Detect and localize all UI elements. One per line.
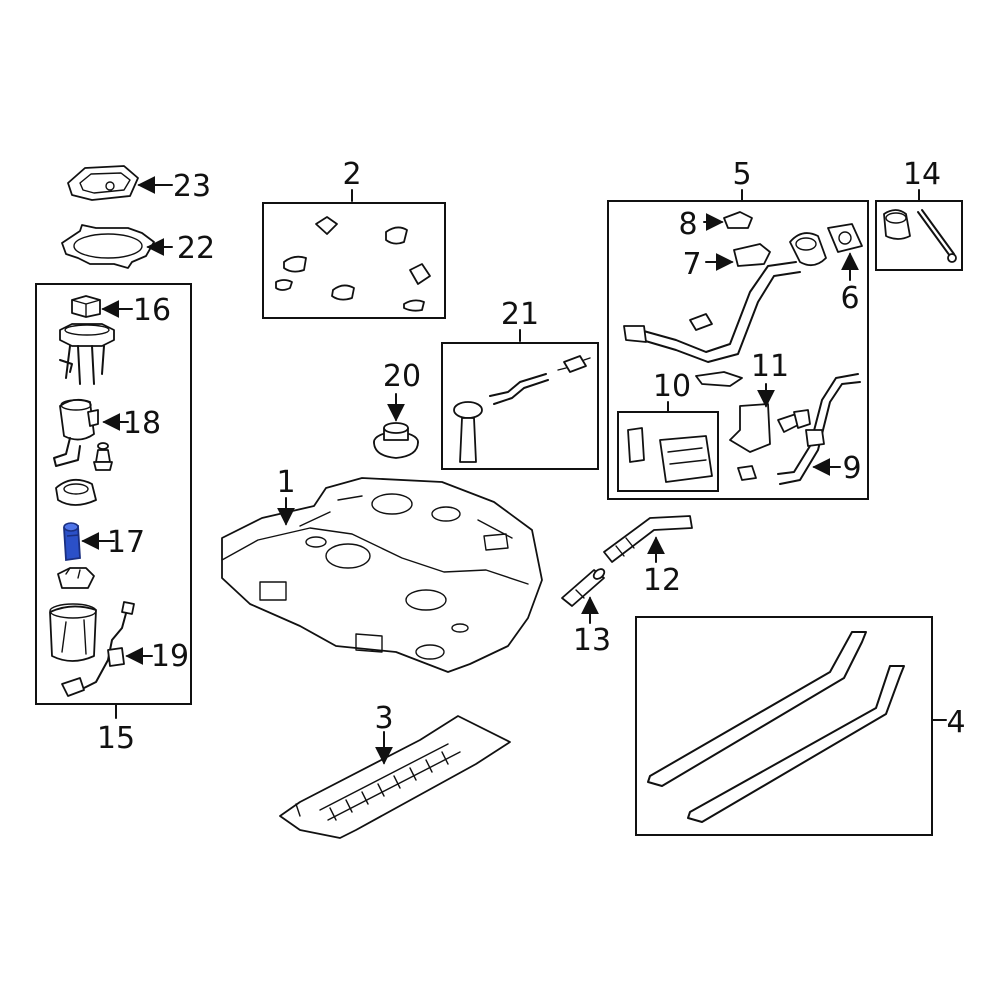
part-10-canister xyxy=(627,427,713,483)
part-17-fuel-pump-highlighted xyxy=(63,522,81,562)
callout-12: 12 xyxy=(643,563,681,598)
part-16-clip xyxy=(71,295,101,318)
part-filler-neck xyxy=(623,232,827,363)
part-1-fuel-tank xyxy=(221,477,543,673)
part-20-valve xyxy=(373,422,419,459)
box-tank-straps xyxy=(635,616,933,836)
box-filler-assembly xyxy=(607,200,869,500)
callout-14: 14 xyxy=(903,157,941,192)
part-12-hose xyxy=(603,515,693,563)
part-11-bracket xyxy=(695,371,811,481)
callout-9: 9 xyxy=(842,451,861,486)
part-pump-bracket xyxy=(59,323,115,385)
callout-22: 22 xyxy=(177,231,215,266)
callout-10: 10 xyxy=(653,369,691,404)
callout-7: 7 xyxy=(682,247,701,282)
part-21-sender xyxy=(453,355,591,463)
part-22-seal-ring xyxy=(61,224,155,269)
box-fuel-pump-module xyxy=(35,283,192,705)
callout-17: 17 xyxy=(107,525,145,560)
part-19-reservoir-sender xyxy=(49,601,135,697)
part-8-clip xyxy=(723,211,753,229)
callout-15: 15 xyxy=(97,721,135,756)
part-retaining-ring xyxy=(55,478,97,506)
callout-4: 4 xyxy=(946,705,965,740)
part-4-tank-straps xyxy=(647,631,905,823)
callout-11: 11 xyxy=(751,349,789,384)
callout-21: 21 xyxy=(501,297,539,332)
callout-3: 3 xyxy=(374,701,393,736)
box-gasket-set xyxy=(262,202,446,319)
callout-5: 5 xyxy=(732,157,751,192)
part-9-vent-pipe xyxy=(777,373,861,485)
part-3-heat-shield xyxy=(279,715,511,839)
part-7-bracket xyxy=(733,243,771,267)
callout-20: 20 xyxy=(383,359,421,394)
part-14-cap-tether xyxy=(883,209,957,263)
part-pump-base-bracket xyxy=(57,567,95,589)
box-fuel-sender xyxy=(441,342,599,470)
callout-6: 6 xyxy=(840,281,859,316)
callout-1: 1 xyxy=(276,465,295,500)
part-13-hose xyxy=(561,568,606,607)
part-18-filter xyxy=(53,398,99,467)
callout-18: 18 xyxy=(123,406,161,441)
part-23-gasket xyxy=(67,165,139,201)
part-pressure-regulator xyxy=(93,442,113,471)
part-2-gaskets xyxy=(275,216,431,312)
callout-23: 23 xyxy=(173,169,211,204)
callout-13: 13 xyxy=(573,623,611,658)
callout-16: 16 xyxy=(133,293,171,328)
part-6-gasket xyxy=(827,223,863,253)
callout-2: 2 xyxy=(342,157,361,192)
callout-19: 19 xyxy=(151,639,189,674)
callout-8: 8 xyxy=(678,207,697,242)
